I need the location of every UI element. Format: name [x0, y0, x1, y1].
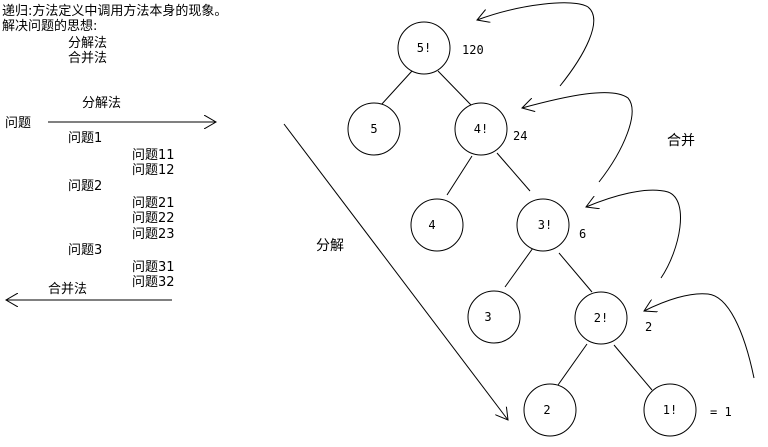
merge-curve-1-to-2: [644, 293, 755, 379]
node-4-factorial-circle: [454, 102, 508, 156]
result-1-factorial: = 1: [710, 405, 732, 419]
edge-3f-2f: [558, 252, 593, 293]
node-4-circle: [410, 198, 464, 252]
merge-curves: [477, 2, 755, 379]
merge-curve-2-to-3: [586, 189, 681, 279]
subproblem-22: 问题22: [132, 211, 175, 226]
edge-3f-3: [504, 247, 534, 288]
problem-label: 问题: [5, 116, 32, 131]
merge-curve-3-to-4: [522, 92, 633, 183]
node-5-factorial-circle: [397, 21, 451, 75]
node-5-factorial-label: 5!: [417, 41, 431, 55]
tree-edges: [380, 70, 653, 391]
edge-4f-3f: [496, 152, 531, 192]
result-5-factorial: 120: [462, 43, 484, 57]
decompose-label: 分解: [316, 238, 344, 254]
edge-2f-2: [557, 343, 588, 386]
node-5-label: 5: [370, 122, 377, 136]
merge-curve-4-to-5: [477, 2, 595, 87]
subproblem-1: 问题1: [68, 131, 103, 146]
edge-4f-4: [446, 155, 473, 196]
decompose-diagonal-arrow: [283, 123, 508, 420]
edge-5f-5: [380, 70, 413, 106]
result-3-factorial: 6: [579, 227, 586, 241]
node-2-factorial-label: 2!: [594, 311, 608, 325]
subproblem-31: 问题31: [132, 260, 175, 275]
subproblem-21: 问题21: [132, 196, 175, 211]
decompose-arrow-label: 分解法: [82, 96, 122, 111]
subproblem-11: 问题11: [132, 148, 175, 163]
node-3-circle: [467, 290, 521, 344]
node-1-factorial-circle: [643, 383, 697, 437]
edge-2f-1f: [613, 344, 653, 391]
subproblem-2: 问题2: [68, 179, 103, 194]
result-4-factorial: 24: [513, 129, 527, 143]
merge-arrow-label: 合并法: [48, 282, 88, 297]
node-2-circle: [523, 383, 577, 437]
node-5-circle: [347, 102, 401, 156]
idea-heading: 解决问题的思想:: [2, 19, 98, 34]
result-2-factorial: 2: [645, 320, 652, 334]
node-3-label: 3: [484, 310, 491, 324]
subproblem-32: 问题32: [132, 275, 175, 290]
node-3-factorial-label: 3!: [538, 218, 552, 232]
definition-text: 递归:方法定义中调用方法本身的现象。: [2, 4, 228, 19]
method-decompose: 分解法: [68, 36, 108, 51]
node-2-label: 2: [543, 403, 550, 417]
subproblem-3: 问题3: [68, 243, 103, 258]
node-2-factorial-circle: [574, 291, 628, 345]
node-1-factorial-label: 1!: [663, 403, 677, 417]
node-4-label: 4: [428, 218, 435, 232]
node-4-factorial-label: 4!: [474, 122, 488, 136]
method-merge: 合并法: [68, 51, 108, 66]
edge-5f-4f: [437, 70, 473, 107]
subproblem-23: 问题23: [132, 227, 175, 242]
node-3-factorial-circle: [516, 198, 570, 252]
subproblem-12: 问题12: [132, 163, 175, 178]
merge-label: 合并: [667, 133, 695, 149]
